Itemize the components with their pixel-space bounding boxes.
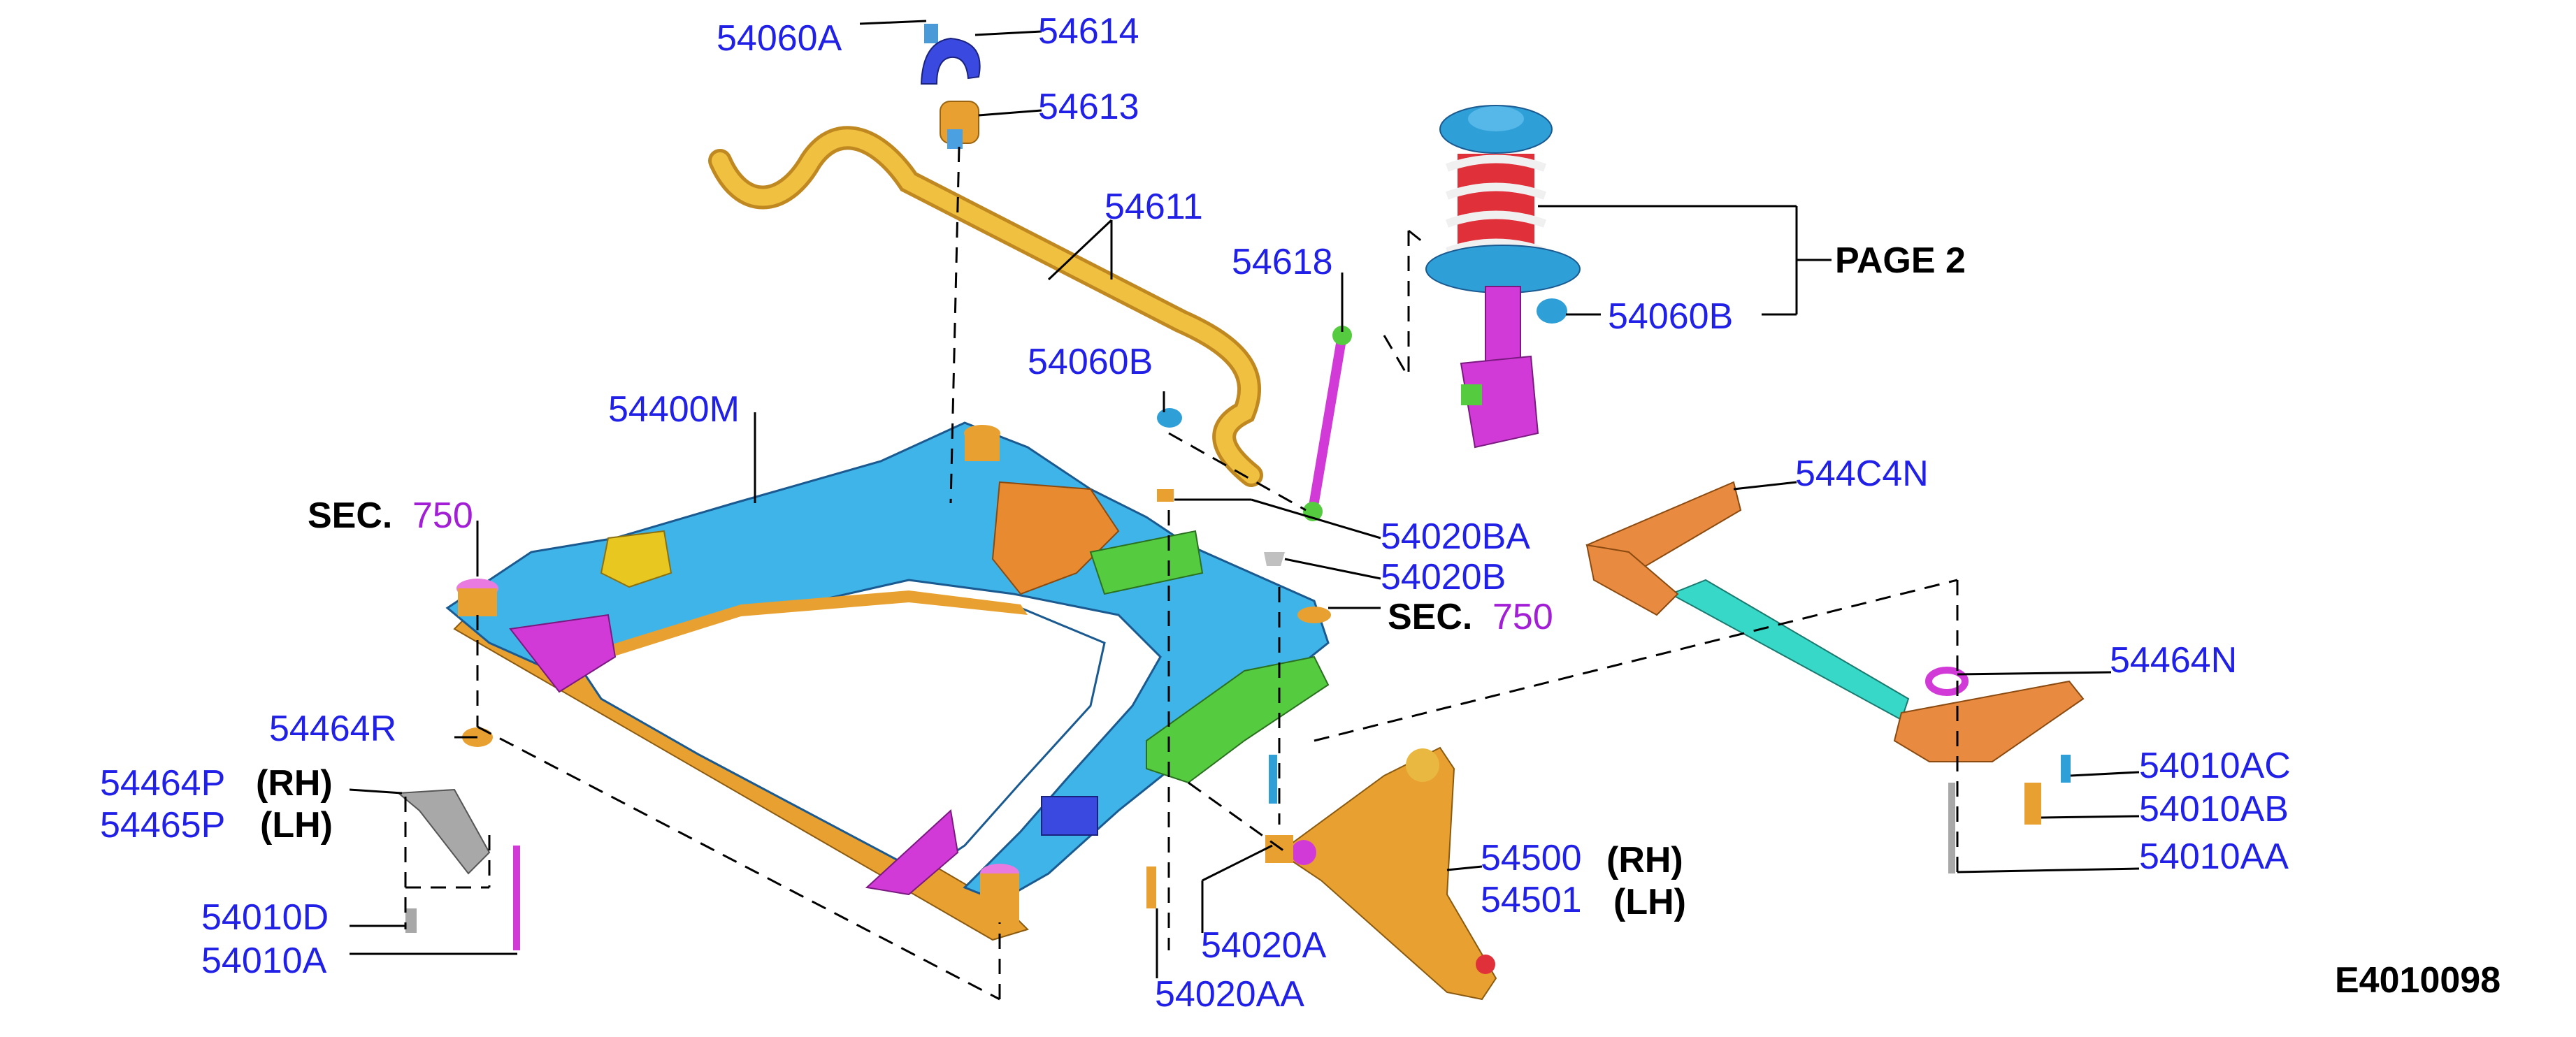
label-54020A: 54020A <box>1201 925 1327 966</box>
side-rh-54464P: (RH) <box>256 763 333 804</box>
label-54501: 54501 <box>1481 880 1582 920</box>
transverse-brace <box>1585 481 2085 762</box>
label-54500: 54500 <box>1481 838 1582 878</box>
label-54020AA: 54020AA <box>1155 974 1304 1015</box>
section-ref-right-number: 750 <box>1492 597 1553 637</box>
fasteners <box>396 489 2071 950</box>
label-54010A: 54010A <box>201 941 327 981</box>
side-lh-54501: (LH) <box>1613 882 1686 922</box>
leader-lines <box>349 20 2140 978</box>
stabilizer-bar <box>708 126 1263 487</box>
label-54464N: 54464N <box>2110 640 2237 681</box>
assembly-lines <box>404 146 1959 1001</box>
label-54020B: 54020B <box>1381 557 1506 597</box>
stabilizer-bushing <box>940 101 979 149</box>
page-reference: PAGE 2 <box>1835 240 1966 281</box>
label-54465P: 54465P <box>100 805 225 846</box>
label-54400M: 54400M <box>608 389 740 430</box>
label-54010AB: 54010AB <box>2139 789 2289 829</box>
label-54614: 54614 <box>1038 11 1139 52</box>
label-54464P: 54464P <box>100 763 225 804</box>
label-54618: 54618 <box>1232 242 1333 282</box>
figure-code: E4010098 <box>2335 960 2501 1001</box>
part-labels: 54060A 54614 54613 54611 54618 54060B 54… <box>100 11 2501 1015</box>
label-54060A: 54060A <box>717 18 842 59</box>
section-ref-right-word: SEC. <box>1388 597 1472 637</box>
label-54611: 54611 <box>1104 187 1203 227</box>
label-54060B-strut: 54060B <box>1608 296 1733 337</box>
side-lh-54465P: (LH) <box>260 805 333 846</box>
label-54020BA: 54020BA <box>1381 516 1530 557</box>
stabilizer-link <box>1157 326 1352 521</box>
label-544C4N: 544C4N <box>1795 454 1929 494</box>
side-rh-54500: (RH) <box>1606 840 1683 880</box>
label-54464R: 54464R <box>269 709 396 749</box>
strut-assembly <box>1425 105 1581 449</box>
front-suspension-member <box>445 421 1331 941</box>
label-54010AA: 54010AA <box>2139 836 2289 877</box>
section-ref-left-word: SEC. <box>308 495 392 536</box>
label-54060B-stabilizer: 54060B <box>1028 342 1153 382</box>
label-54010D: 54010D <box>201 897 329 938</box>
section-ref-left-number: 750 <box>412 495 473 536</box>
label-54613: 54613 <box>1038 87 1139 127</box>
label-54010AC: 54010AC <box>2139 746 2291 786</box>
lower-control-arm <box>1278 746 1497 1001</box>
stabilizer-clamp <box>920 24 981 85</box>
